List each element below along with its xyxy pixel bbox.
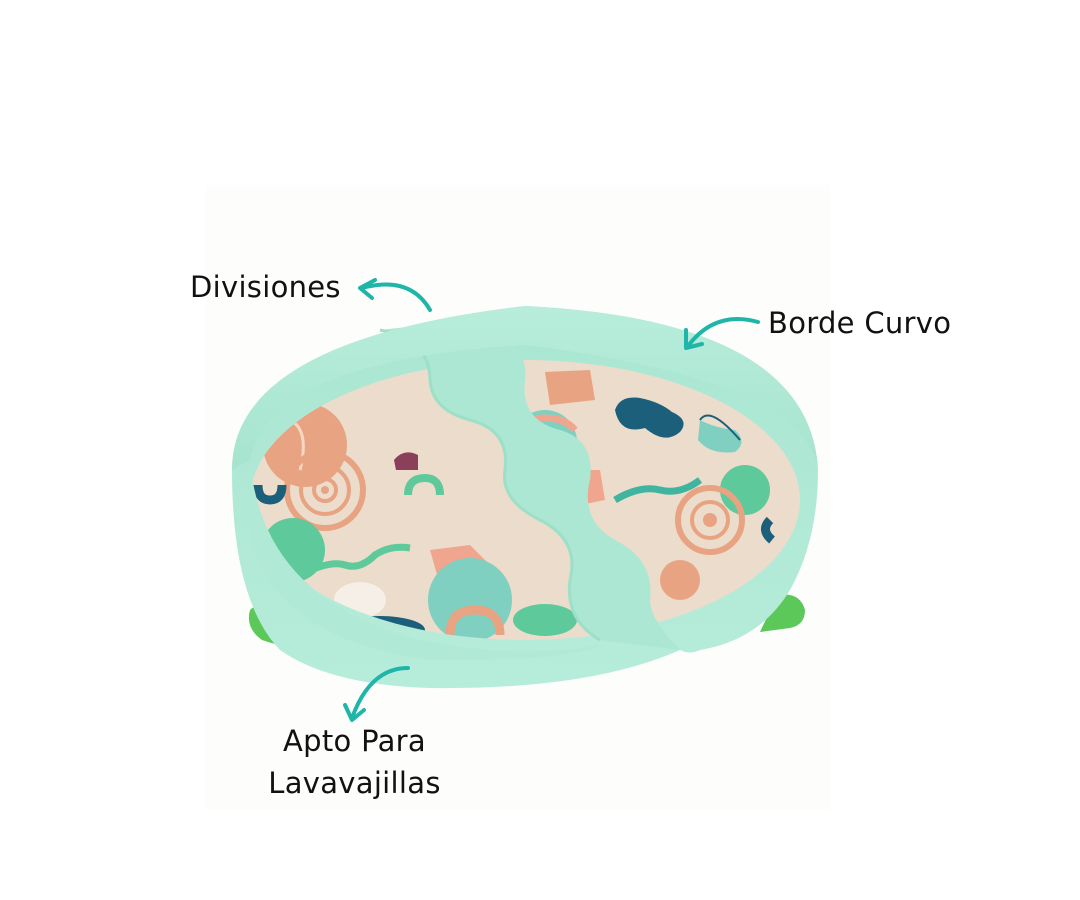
callout-apto-line2: Lavavajillas (268, 766, 441, 801)
plate-divider (379, 320, 680, 650)
suction-tab-right (760, 594, 805, 632)
callout-apto-lavavajillas: Apto Para Lavavajillas (262, 720, 447, 804)
plate-curved-rim (232, 306, 818, 660)
callout-apto-line1: Apto Para (283, 724, 426, 758)
callout-divisiones: Divisiones (190, 270, 341, 304)
callout-borde-curvo: Borde Curvo (768, 306, 952, 340)
